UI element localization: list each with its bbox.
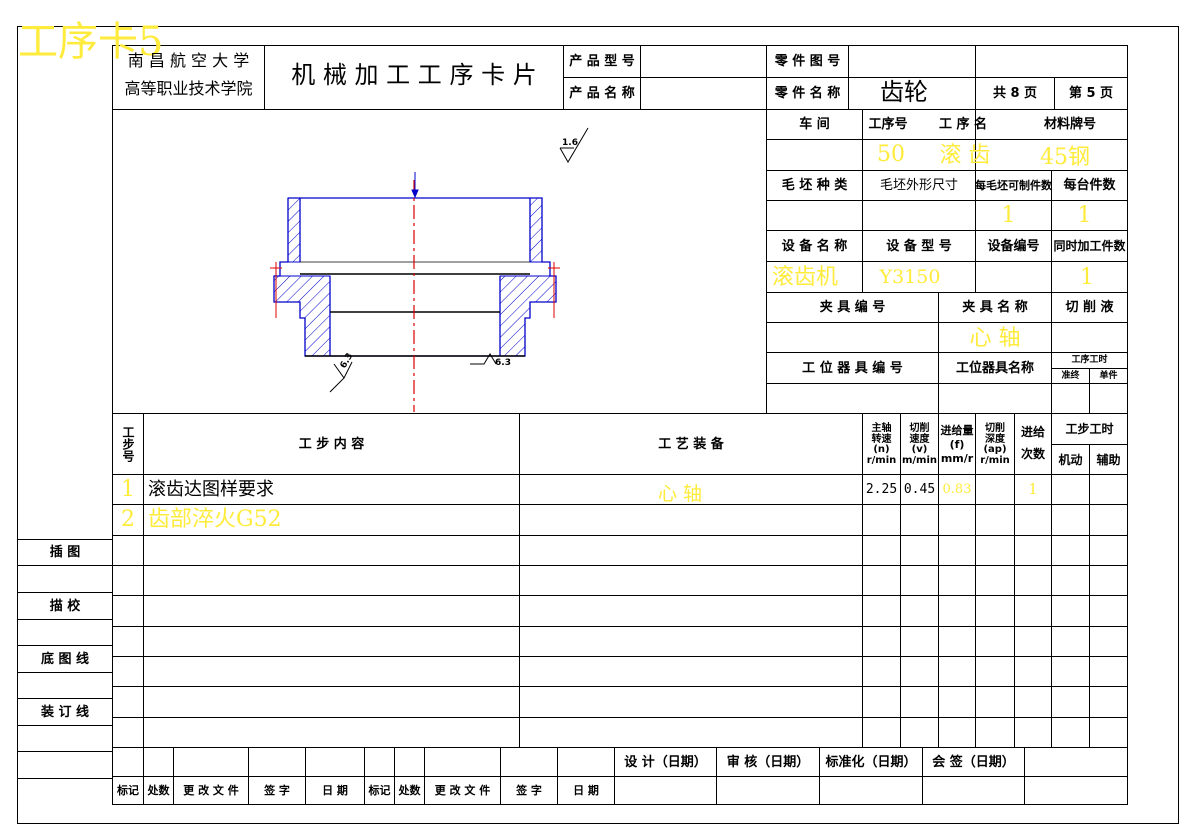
step-no: 2 <box>121 507 135 532</box>
step-feed: 0.83 <box>942 482 972 497</box>
binding-line-label: 装 订 线 <box>40 704 90 720</box>
cutting-speed-header: 切削 速度 (v) m/min <box>901 416 938 474</box>
passes-header-line2: 次数 <box>1020 447 1045 461</box>
simultaneous-parts-label: 同时加工件数 <box>1053 239 1126 253</box>
revision-mark-label-2: 标记 <box>368 784 391 797</box>
process-no-value: 50 <box>877 142 905 167</box>
part-name-label: 零 件 名 称 <box>774 86 841 101</box>
review-date-label: 审 核（日期） <box>726 754 810 770</box>
step-spindle-speed: 2.25 <box>865 482 898 497</box>
step-no-header: 工步号 <box>121 426 135 462</box>
aux-time-header: 辅助 <box>1096 452 1121 467</box>
station-tool-name-label: 工位器具名称 <box>955 360 1034 376</box>
material-value: 45钢 <box>1040 145 1090 170</box>
date-label: 日 期 <box>322 784 348 797</box>
date-label-2: 日 期 <box>573 784 599 797</box>
design-date-label: 设 计（日期） <box>624 754 707 770</box>
cut-depth-header-line4: r/min <box>980 454 1010 466</box>
parts-per-blank-value: 1 <box>1001 202 1016 228</box>
feed-header: 进给量 (f) mm/r <box>939 416 975 474</box>
revision-mark-label: 标记 <box>117 784 139 797</box>
equipment-name-label: 设 备 名 称 <box>781 238 848 254</box>
feed-header-line3: mm/r <box>940 452 974 466</box>
watermark-title: 工序卡5 <box>18 19 164 65</box>
material-label: 材料牌号 <box>1043 117 1096 132</box>
school-name-line1: 南 昌 航 空 大 学 <box>127 51 250 70</box>
prep-end-time-label: 准终 <box>1061 370 1080 381</box>
equipment-model-label: 设 备 型 号 <box>886 238 952 254</box>
base-drawing-label: 底 图 线 <box>40 651 90 667</box>
fixture-no-label: 夹 具 编 号 <box>819 300 886 315</box>
process-name-label: 工 序 名 <box>938 117 988 132</box>
unit-time-label: 单件 <box>1099 370 1118 381</box>
illustration-label: 插 图 <box>49 545 81 560</box>
step-content: 滚齿达图样要求 <box>148 478 274 500</box>
total-pages: 共 8 页 <box>992 86 1038 101</box>
roughness-bottom-label: 6.3 <box>495 357 511 368</box>
revision-count-label: 处数 <box>147 784 170 797</box>
spindle-speed-header-line2: 转速 <box>871 433 892 445</box>
process-no-label: 工序号 <box>868 117 908 132</box>
part-drawing-no-label: 零 件 图 号 <box>774 54 841 69</box>
workshop-label: 车 间 <box>799 117 830 132</box>
product-name-label: 产 品 名 称 <box>569 86 635 101</box>
passes-header: 进给 次数 <box>1015 414 1051 474</box>
cut-depth-header-line2: 深度 <box>985 433 1005 445</box>
revision-count-label-2: 处数 <box>398 784 421 797</box>
step-content-header: 工 步 内 容 <box>298 436 365 452</box>
step-tooling: 心 轴 <box>657 483 703 505</box>
machine-time-header: 机动 <box>1058 452 1083 467</box>
step-content: 齿部淬火G52 <box>148 507 282 532</box>
parts-per-unit-label: 每台件数 <box>1063 178 1116 193</box>
feed-header-line2: (f) <box>949 437 965 451</box>
card-title: 机 械 加 工 工 序 卡 片 <box>291 61 537 89</box>
signature-label: 签 字 <box>264 784 290 797</box>
cut-depth-header-line1: 切削 <box>985 423 1005 434</box>
trace-label: 描 校 <box>49 598 81 614</box>
passes-header-line1: 进给 <box>1020 425 1045 440</box>
feed-header-line1: 进给量 <box>940 423 974 437</box>
spindle-speed-header-line4: r/min <box>866 454 897 466</box>
blank-type-label: 毛 坯 种 类 <box>781 178 848 193</box>
equipment-name-value: 滚齿机 <box>771 265 838 290</box>
cut-depth-header: 切削 深度 (ap) r/min <box>976 416 1014 474</box>
step-no: 1 <box>121 476 135 502</box>
equipment-model-value: Y3150 <box>879 265 941 288</box>
equipment-no-label: 设备编号 <box>987 238 1040 254</box>
cutting-speed-header-line1: 切削 <box>909 423 930 434</box>
parts-per-blank-label: 每毛坯可制件数 <box>975 179 1052 192</box>
spindle-speed-header-line1: 主轴 <box>871 423 892 434</box>
process-time-label: 工序工时 <box>1071 355 1108 365</box>
countersign-date-label: 会 签（日期） <box>932 754 1015 770</box>
cutting-speed-header-line2: 速度 <box>909 433 930 445</box>
signature-label-2: 签 字 <box>516 784 542 797</box>
spindle-speed-header-line3: (n) <box>873 444 890 455</box>
change-doc-label: 更 改 文 件 <box>183 784 239 797</box>
fixture-name-label: 夹 具 名 称 <box>962 300 1028 315</box>
parts-per-unit-value: 1 <box>1077 202 1092 228</box>
step-time-header: 工步工时 <box>1065 422 1114 436</box>
coolant-label: 切 削 液 <box>1065 300 1114 315</box>
tooling-header: 工 艺 装 备 <box>658 436 724 452</box>
process-name-value: 滚 齿 <box>939 143 991 168</box>
blank-size-label: 毛坯外形尺寸 <box>879 178 958 193</box>
spindle-speed-header: 主轴 转速 (n) r/min <box>863 416 900 474</box>
school-name-line2: 高等职业技术学院 <box>124 79 253 98</box>
simultaneous-parts-value: 1 <box>1080 264 1094 290</box>
part-name-value: 齿轮 <box>880 78 928 106</box>
product-model-label: 产 品 型 号 <box>569 54 635 69</box>
standardization-date-label: 标准化（日期） <box>825 754 917 770</box>
station-tool-no-label: 工 位 器 具 编 号 <box>802 360 903 376</box>
cut-depth-header-line3: (ap) <box>983 444 1007 455</box>
change-doc-label-2: 更 改 文 件 <box>434 784 491 797</box>
fixture-name-value: 心 轴 <box>969 326 1021 351</box>
step-cutting-speed: 0.45 <box>903 482 936 497</box>
current-page: 第 5 页 <box>1068 86 1114 101</box>
cutting-speed-header-line3: (v) <box>911 444 928 455</box>
step-passes: 1 <box>1028 480 1038 498</box>
cutting-speed-header-line4: m/min <box>901 454 938 466</box>
roughness-top-label: 1.6 <box>562 137 578 148</box>
